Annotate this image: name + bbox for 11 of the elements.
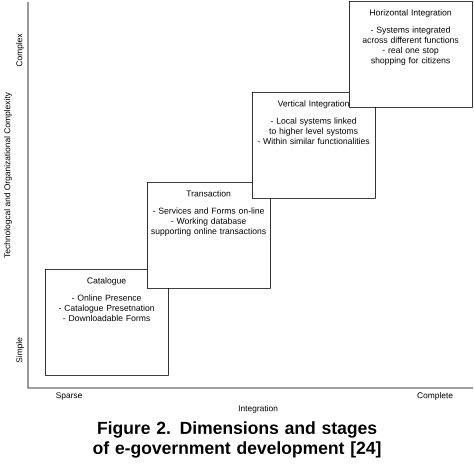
axis-label: Integration: [238, 405, 278, 413]
stage-box: Catalogue - Online Presence - Catalogue Presetnation - Downloadable Forms: [45, 269, 169, 376]
stage-box: Transaction - Services and Forms on-line - Working database supporting online transactions: [147, 182, 271, 289]
axis-label: Simple: [16, 338, 24, 362]
stage-box: Horizontal Integration - Systems integrated across different functions - real one stop shopping for citizens: [349, 1, 473, 108]
axis-label: Technologcal and Organizational Complexity: [4, 92, 12, 258]
axis-label: Sparse: [56, 392, 82, 400]
axis-label: Complete: [417, 392, 453, 400]
axis-label: Complex: [16, 34, 24, 66]
stage-box: Vertical Integration - Local systems linked to higher level systoms - Within similar functionalities: [252, 92, 376, 199]
caption: Figure 2. Dimensions and stages of e-government development [24]: [93, 421, 380, 458]
